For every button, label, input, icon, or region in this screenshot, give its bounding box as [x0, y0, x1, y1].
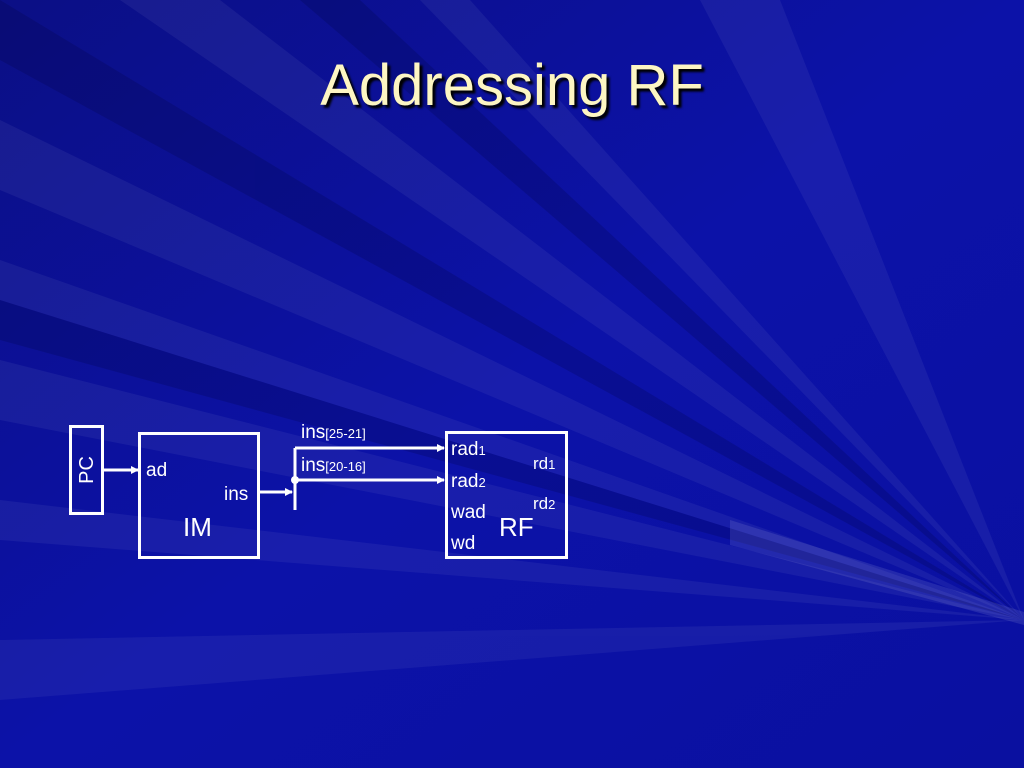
bus-20-16-label: ins[20-16] [301, 456, 366, 475]
junction-dot [291, 476, 299, 484]
im-port-ad: ad [146, 460, 168, 481]
rd1-sub: 1 [548, 457, 556, 472]
pc-register [69, 425, 104, 515]
rad1-sub: 1 [478, 443, 486, 458]
rf-name: RF [499, 512, 534, 542]
bus-25-21-label: ins[25-21] [301, 423, 366, 442]
rd2-main: rd [533, 494, 549, 513]
rd1-main: rd [533, 454, 549, 473]
rf-port-wd: wd [451, 533, 476, 554]
pc-label: PC [76, 456, 98, 484]
rd2-sub: 2 [548, 497, 556, 512]
instruction-memory [138, 432, 260, 559]
rf-port-wad: wad [451, 502, 486, 523]
bus-25-21-main: ins [301, 422, 326, 443]
rad2-main: rad [451, 471, 479, 492]
rf-port-rad2: rad2 [451, 472, 486, 491]
rf-port-rd2: rd2 [533, 495, 555, 512]
rf-port-rad1: rad1 [451, 440, 486, 459]
bus-20-16-main: ins [301, 455, 326, 476]
rad1-main: rad [451, 439, 479, 460]
im-port-ins: ins [224, 484, 249, 505]
im-name: IM [183, 512, 212, 542]
slide-title: Addressing RF [320, 53, 704, 118]
bus-20-16-range: [20-16] [325, 459, 366, 474]
bus-25-21-range: [25-21] [325, 426, 366, 441]
register-file [445, 431, 568, 559]
rf-port-rd1: rd1 [533, 455, 555, 472]
rad2-sub: 2 [478, 475, 486, 490]
